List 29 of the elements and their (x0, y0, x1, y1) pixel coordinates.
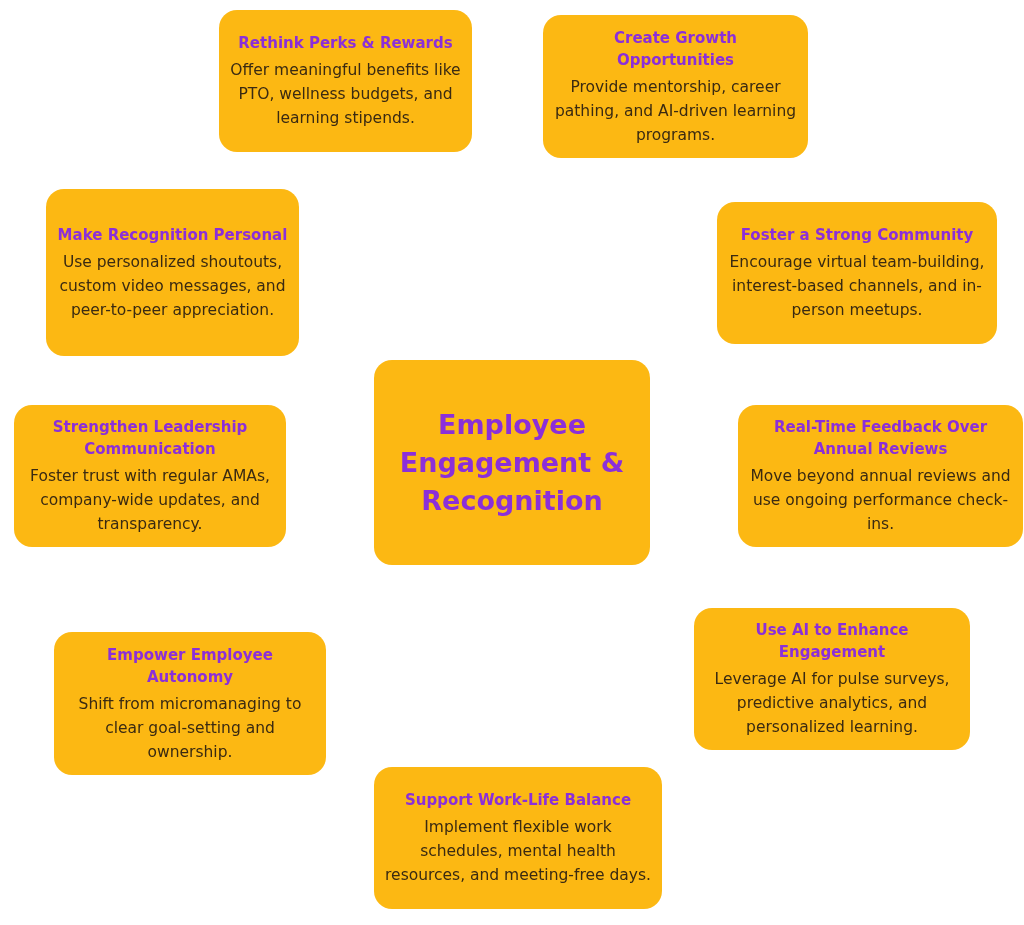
card-description: Implement flexible work schedules, mental health resources, and meeting-free days. (384, 817, 652, 886)
topic-card (694, 608, 970, 750)
topic-card (738, 405, 1023, 547)
topic-card (219, 10, 472, 152)
central-topic-box (374, 360, 650, 565)
card-description: Shift from micromanaging to clear goal-setting and ownership. (77, 693, 303, 763)
card-title: Empower Employee Autonomy (106, 644, 274, 688)
card-description: Leverage AI for pulse surveys, predictive analytics, and personalized learning. (713, 669, 951, 738)
topic-card (46, 189, 299, 356)
card-title: Use AI to Enhance Engagement (754, 620, 910, 663)
card-description: Encourage virtual team-building, interest-based channels, and in-person meetups. (728, 252, 986, 321)
topic-card (717, 202, 997, 344)
card-description: Move beyond annual reviews and use ongoing performance check-ins. (749, 466, 1012, 535)
topic-card (543, 15, 808, 158)
card-title: Create Growth Opportunities (613, 27, 738, 71)
card-title: Real-Time Feedback Over Annual Reviews (772, 417, 989, 460)
topic-card (374, 767, 662, 909)
card-description: Provide mentorship, career pathing, and AI-driven learning programs. (553, 76, 798, 146)
card-description: Use personalized shoutouts, custom video messages, and peer-to-peer appreciation. (58, 251, 287, 321)
card-title: Rethink Perks & Rewards (238, 33, 453, 54)
card-title: Foster a Strong Community (740, 225, 974, 246)
topic-card (14, 405, 286, 547)
card-title: Strengthen Leadership Communication (51, 417, 249, 460)
card-title: Make Recognition Personal (57, 224, 288, 246)
card-description: Foster trust with regular AMAs, company-wide updates, and transparency. (29, 466, 271, 535)
central-title: Employee Engagement & Recognition (398, 407, 626, 518)
card-description: Offer meaningful benefits like PTO, wellness budgets, and learning stipends. (229, 60, 462, 129)
topic-card (54, 632, 326, 775)
card-title: Support Work-Life Balance (404, 790, 632, 811)
